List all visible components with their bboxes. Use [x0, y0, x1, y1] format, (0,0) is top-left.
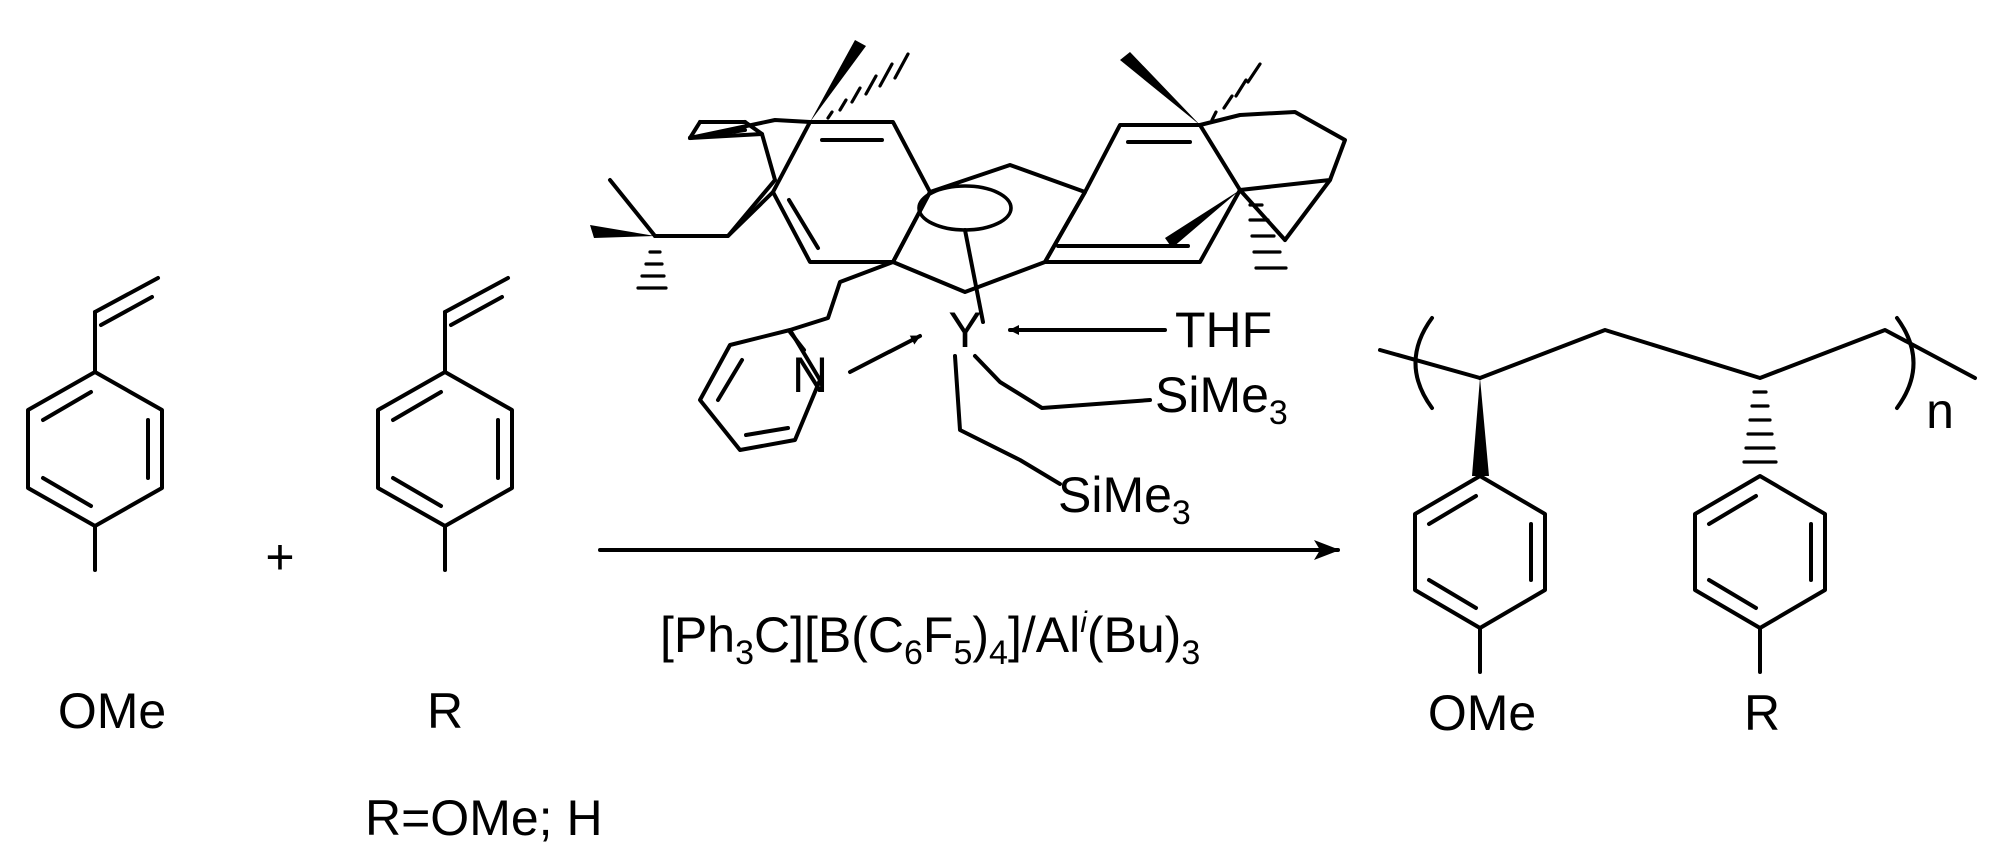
yttrium-catalyst: Y N THF SiMe3 SiMe3 [590, 40, 1347, 532]
trimethylsilylmethyl-label-2: SiMe3 [1058, 467, 1191, 532]
thf-ligand-label: THF [1175, 302, 1272, 358]
conditions-segment: (Bu) [1087, 607, 1181, 663]
conditions-segment: ) [972, 607, 989, 663]
substituent-definition: R=OMe; H [365, 790, 603, 846]
trimethylsilylmethyl-label-1: SiMe3 [1155, 367, 1288, 432]
conditions-segment: 3 [735, 634, 754, 672]
product-substituent-1: OMe [1428, 685, 1536, 741]
reactant-4-methoxystyrene: OMe [26, 276, 166, 739]
conditions-segment: 6 [904, 634, 923, 672]
yttrium-atom-label: Y [948, 302, 981, 358]
pyridine-nitrogen-label: N [792, 347, 828, 403]
conditions-segment: [Ph [660, 607, 735, 663]
product-substituent-2: R [1744, 685, 1780, 741]
reactant-2-substituent: R [427, 683, 463, 739]
product-copolymer: OMe R n [1378, 316, 1977, 741]
reaction-conditions: [Ph3C][B(C6F5)4]/Ali(Bu)3 [660, 606, 1200, 672]
conditions-segment: i [1080, 606, 1088, 639]
conditions-segment: ]/Al [1008, 607, 1080, 663]
conditions-segment: F [923, 607, 954, 663]
plus-sign: + [265, 529, 294, 585]
conditions-segment: C][B(C [754, 607, 904, 663]
reactant-substituted-styrene: R [376, 276, 514, 739]
repeat-unit-index: n [1926, 383, 1954, 439]
conditions-segment: 5 [953, 634, 972, 672]
conditions-segment: 4 [989, 634, 1008, 672]
conditions-segment: 3 [1181, 634, 1200, 672]
reactant-1-substituent: OMe [58, 683, 166, 739]
